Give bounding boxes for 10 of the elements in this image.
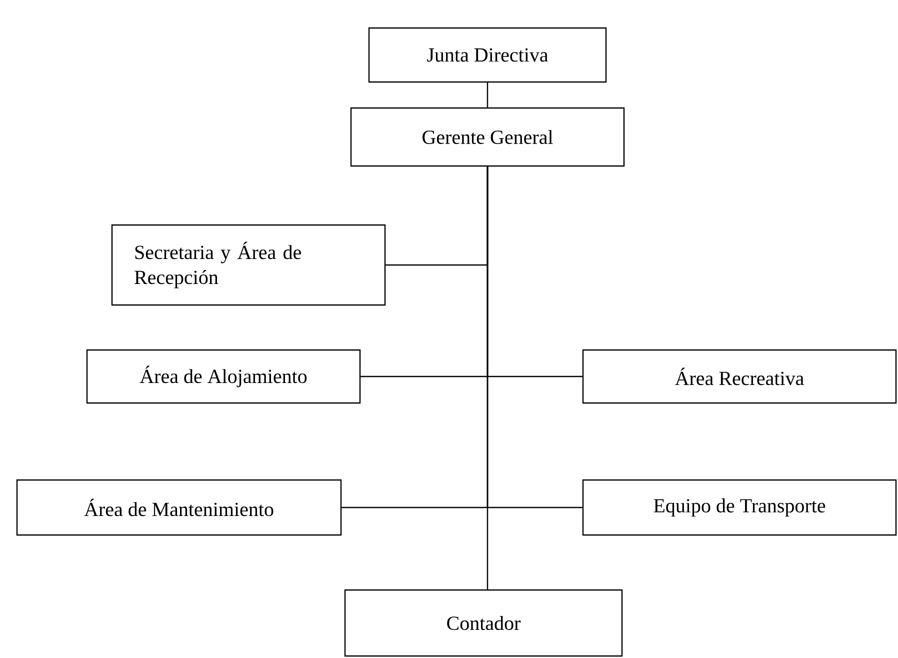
org-box: Gerente General: [350, 107, 625, 167]
org-box: Junta Directiva: [368, 27, 607, 83]
org-box: Área de Mantenimiento: [16, 479, 342, 536]
connector-line: [486, 166, 488, 590]
org-box: Contador: [344, 589, 623, 657]
org-box: Área Recreativa: [582, 349, 897, 404]
org-box: Equipo de Transporte: [582, 479, 897, 536]
org-box: Área de Alojamiento: [86, 349, 361, 404]
org-box: Secretaria y Área de Recepción: [111, 224, 386, 306]
connector-line: [486, 82, 488, 108]
